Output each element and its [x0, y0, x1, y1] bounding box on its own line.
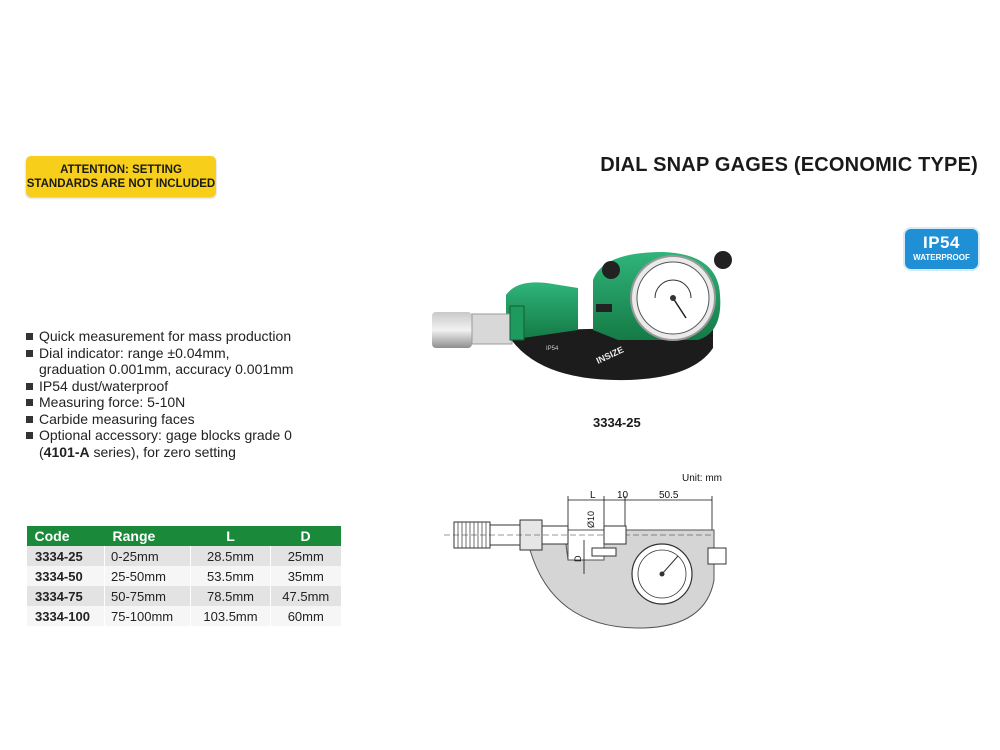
- header-d: D: [270, 526, 341, 546]
- product-photo: IP54 INSIZE: [432, 251, 732, 381]
- feature-item: Carbide measuring faces: [26, 411, 293, 428]
- table-row: 3334-100 75-100mm 103.5mm 60mm: [26, 606, 341, 626]
- header-code: Code: [26, 526, 105, 546]
- table-row: 3334-50 25-50mm 53.5mm 35mm: [26, 566, 341, 586]
- dim-l-label: L: [590, 490, 596, 501]
- ip54-badge-sub: WATERPROOF: [913, 253, 970, 262]
- dim-10-label: 10: [617, 490, 629, 501]
- bullet-square-icon: [26, 333, 33, 340]
- feature-item: Optional accessory: gage blocks grade 0(…: [26, 427, 293, 460]
- bullet-square-icon: [26, 382, 33, 390]
- table-row: 3334-75 50-75mm 78.5mm 47.5mm: [26, 586, 341, 606]
- feature-item: Measuring force: 5-10N: [26, 394, 293, 411]
- feature-item: Quick measurement for mass production: [26, 328, 293, 345]
- ip54-badge-main: IP54: [923, 233, 960, 252]
- bullet-square-icon: [26, 399, 33, 406]
- photo-ip-text: IP54: [546, 346, 559, 352]
- header-l: L: [190, 526, 271, 546]
- feature-item: Dial indicator: range ±0.04mm,graduation…: [26, 345, 293, 378]
- bullet-square-icon: [26, 432, 33, 439]
- unit-label: Unit: mm: [682, 473, 722, 484]
- bullet-square-icon: [26, 349, 33, 357]
- feature-item: IP54 dust/waterproof: [26, 378, 293, 395]
- dim-d-label: D: [573, 555, 583, 562]
- ip54-badge: IP54 WATERPROOF: [905, 229, 978, 269]
- header-range: Range: [104, 526, 191, 546]
- technical-drawing: Unit: mm L 10 50.5 D Ø10: [444, 473, 727, 629]
- attention-line-2: STANDARDS ARE NOT INCLUDED: [26, 177, 216, 190]
- page-title: DIAL SNAP GAGES (ECONOMIC TYPE): [600, 154, 978, 176]
- dim-dia-label: Ø10: [586, 511, 596, 528]
- table-header-row: Code Range L D: [26, 526, 341, 546]
- attention-banner: ATTENTION: SETTING STANDARDS ARE NOT INC…: [26, 156, 216, 197]
- spec-table: Code Range L D 3334-25 0-25mm 28.5mm 25m…: [26, 526, 341, 626]
- attention-line-1: ATTENTION: SETTING: [60, 163, 182, 176]
- thimble: [432, 312, 472, 348]
- dim-50-5-label: 50.5: [659, 490, 679, 501]
- bullet-square-icon: [26, 415, 33, 423]
- model-label: 3334-25: [593, 415, 641, 430]
- table-row: 3334-25 0-25mm 28.5mm 25mm: [26, 546, 341, 566]
- feature-list: Quick measurement for mass production Di…: [26, 328, 293, 460]
